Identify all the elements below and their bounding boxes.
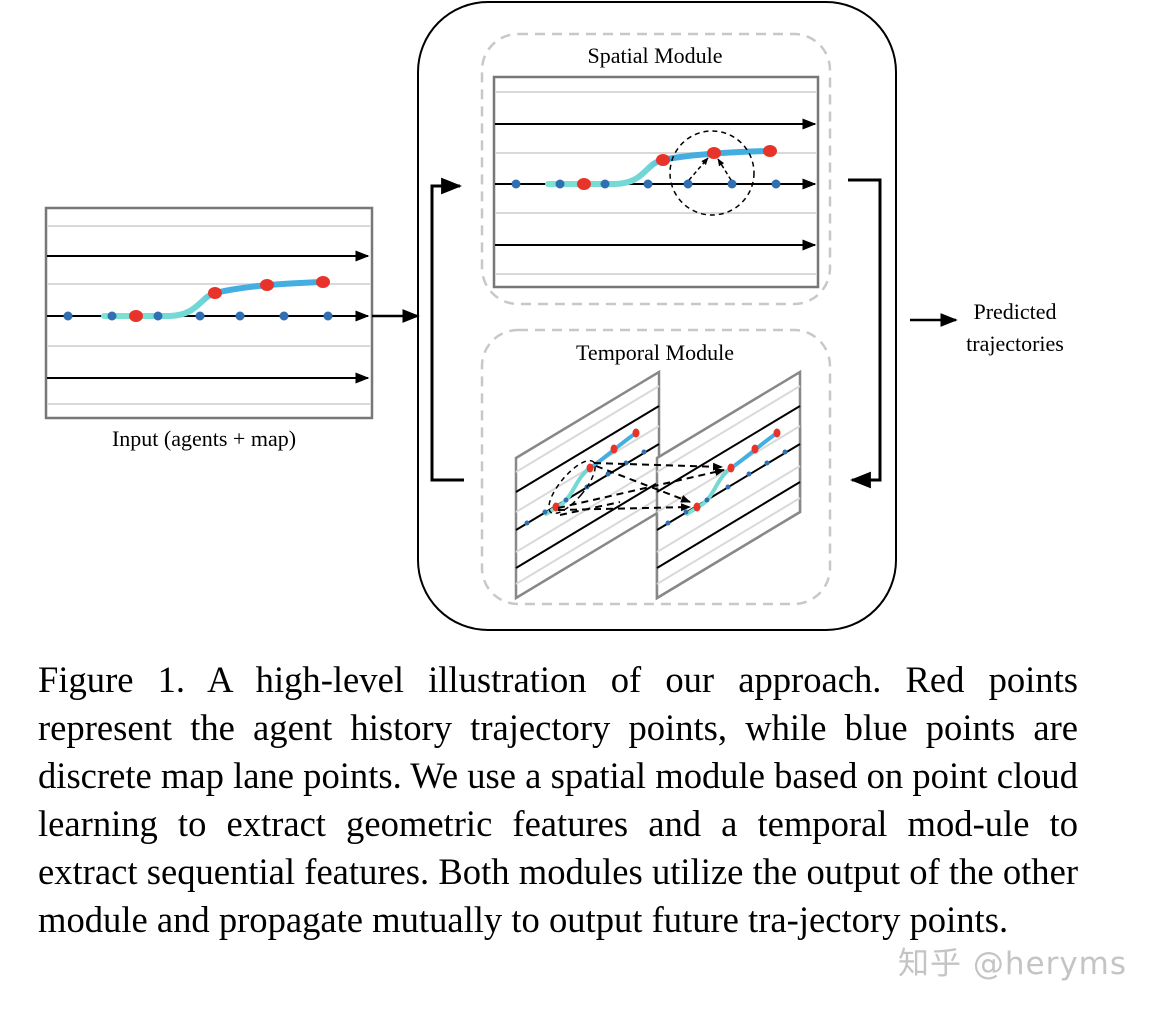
output-label-line2: trajectories <box>966 331 1064 356</box>
temporal-module-title: Temporal Module <box>576 340 734 365</box>
modules-container <box>417 1 897 631</box>
approach-diagram: Input (agents + map) Spatial Module <box>44 1 1064 631</box>
spatial-module-title: Spatial Module <box>587 43 722 68</box>
temporal-attention-arrows <box>557 462 725 516</box>
temporal-frame-t0 <box>514 369 661 601</box>
watermark: 知乎 @heryms <box>898 946 1128 982</box>
feedback-loop-brackets <box>430 177 882 489</box>
temporal-frame-t1 <box>655 369 802 601</box>
temporal-module: Temporal Module <box>480 328 832 606</box>
input-label: Input (agents + map) <box>112 426 296 451</box>
spatial-module: Spatial Module <box>480 32 832 306</box>
input-scene: Input (agents + map) <box>44 206 374 451</box>
output-label-line1: Predicted <box>973 299 1056 324</box>
figure-caption: Figure 1. A high-level illustration of o… <box>38 659 1078 940</box>
